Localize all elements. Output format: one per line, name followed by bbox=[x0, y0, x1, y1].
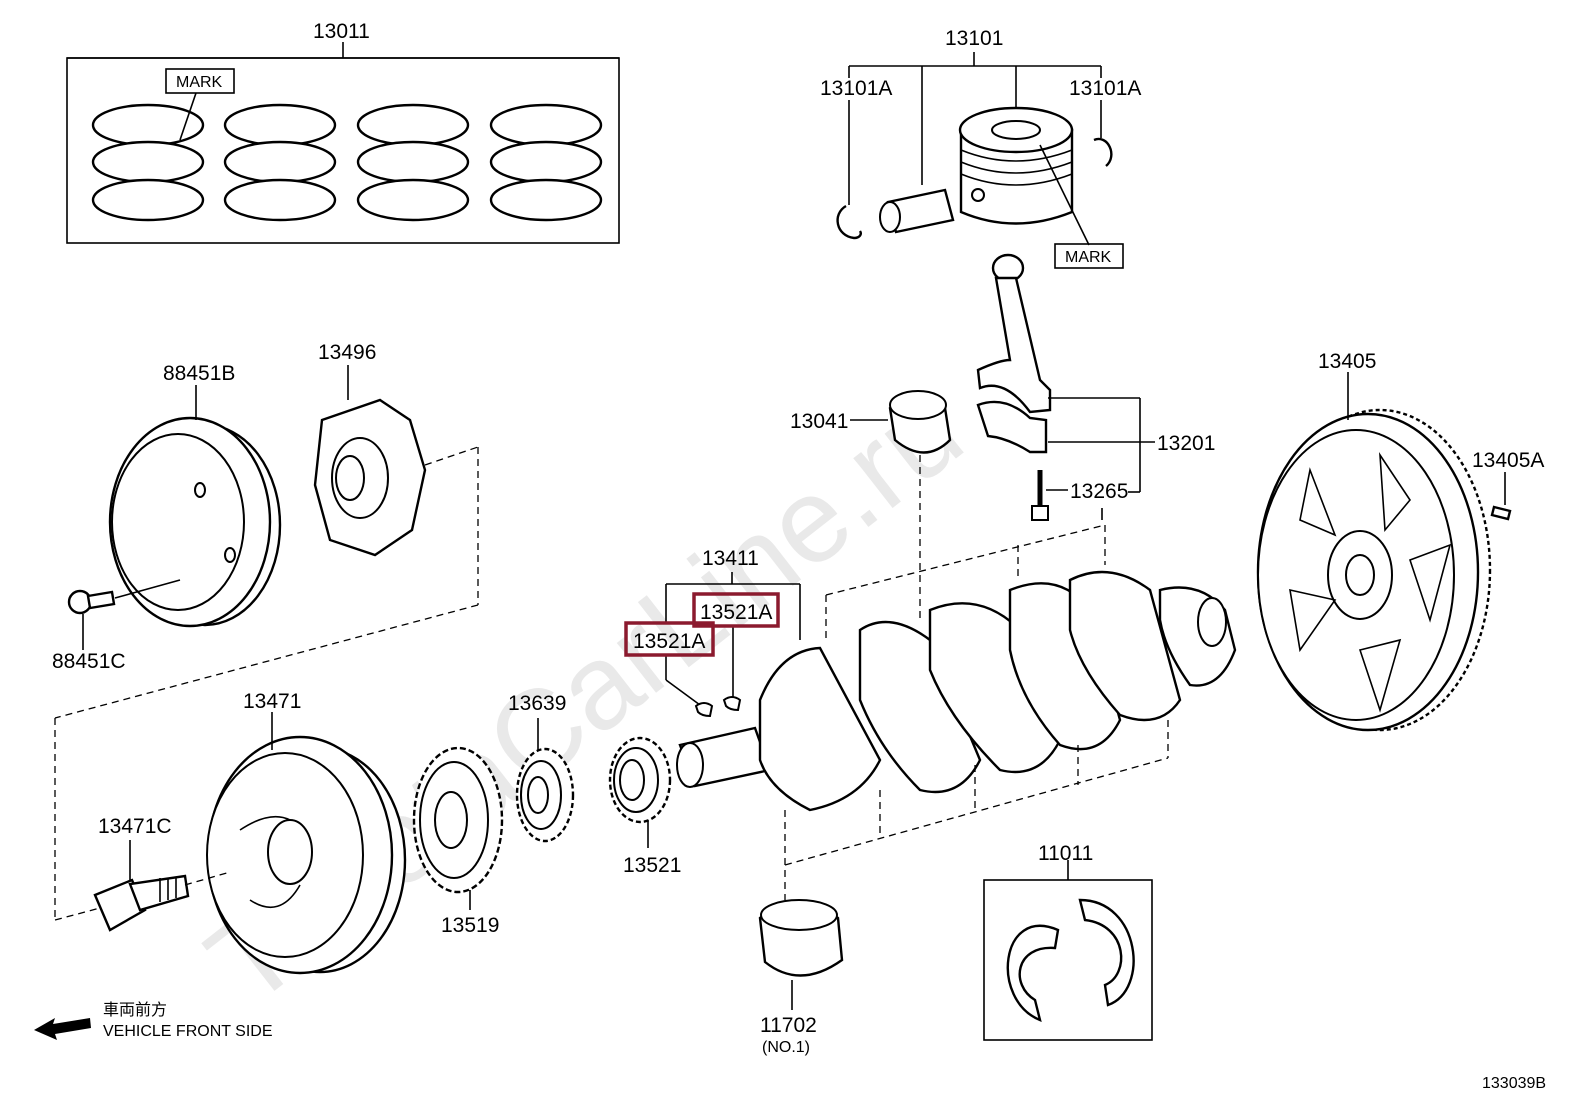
callout-13011: 13011 bbox=[313, 20, 370, 43]
crank-timing-sprocket[interactable] bbox=[608, 736, 672, 824]
thrust-washer-left[interactable] bbox=[1006, 924, 1060, 1022]
svg-text:MARK: MARK bbox=[176, 74, 223, 91]
callout-13521: 13521 bbox=[623, 854, 681, 877]
oil-pump-drive-gear[interactable] bbox=[515, 747, 575, 843]
callout-13101a-right: 13101A bbox=[1069, 77, 1141, 100]
flywheel-knock-pin[interactable] bbox=[1490, 505, 1512, 521]
front-side-en: VEHICLE FRONT SIDE bbox=[103, 1023, 273, 1040]
mark-tag-rings: MARK bbox=[165, 68, 235, 141]
highlight-13521a-lower bbox=[624, 621, 715, 657]
conrod-bolt[interactable] bbox=[1031, 470, 1049, 521]
crankshaft-dashes bbox=[784, 524, 1169, 900]
callout-13041: 13041 bbox=[790, 410, 848, 433]
snap-ring-left[interactable] bbox=[836, 204, 862, 240]
thrust-washer-right[interactable] bbox=[1078, 898, 1135, 1007]
connecting-rod[interactable] bbox=[976, 253, 1052, 454]
key-leaders bbox=[665, 572, 801, 706]
callout-13411: 13411 bbox=[702, 547, 759, 570]
piston-ring-set[interactable] bbox=[66, 42, 620, 244]
callout-13521a-upper[interactable]: 13521A bbox=[700, 601, 772, 624]
callout-13101: 13101 bbox=[945, 27, 1003, 50]
accessory-drive-pulley[interactable] bbox=[108, 416, 282, 628]
vehicle-front-arrow bbox=[34, 1018, 91, 1040]
callout-13405: 13405 bbox=[1318, 350, 1376, 373]
balance-shaft-gear[interactable] bbox=[412, 746, 504, 894]
woodruff-key-1[interactable] bbox=[694, 702, 714, 718]
main-bearing[interactable] bbox=[758, 899, 844, 977]
piston-pin[interactable] bbox=[879, 188, 955, 234]
conrod-bearing[interactable] bbox=[888, 390, 952, 454]
callout-13496: 13496 bbox=[318, 341, 376, 364]
piston-leader-lines bbox=[848, 52, 1102, 205]
callout-88451b: 88451B bbox=[163, 362, 235, 385]
callout-13265: 13265 bbox=[1070, 480, 1128, 503]
front-assembly-dashes bbox=[54, 446, 479, 921]
front-side-jp: 車両前方 bbox=[103, 1000, 167, 1019]
crankshaft[interactable] bbox=[676, 570, 1237, 812]
svg-text:MARK: MARK bbox=[1065, 249, 1112, 266]
crankshaft-pulley[interactable] bbox=[206, 735, 407, 975]
callout-13471c: 13471C bbox=[98, 815, 172, 838]
accessory-pulley-bolt[interactable] bbox=[67, 589, 116, 615]
callout-13639: 13639 bbox=[508, 692, 566, 715]
conrod-leaders bbox=[1046, 397, 1155, 493]
callout-13471: 13471 bbox=[243, 690, 301, 713]
callout-13101a-left: 13101A bbox=[820, 77, 892, 100]
callout-13405a: 13405A bbox=[1472, 449, 1544, 472]
callout-13519: 13519 bbox=[441, 914, 499, 937]
callout-11702-note: (NO.1) bbox=[762, 1039, 810, 1056]
flywheel[interactable] bbox=[1256, 408, 1492, 732]
highlight-13521a-upper bbox=[692, 592, 780, 628]
crank-angle-sensor-plate[interactable] bbox=[313, 398, 427, 557]
piston[interactable] bbox=[958, 106, 1074, 225]
crank-pulley-bolt[interactable] bbox=[93, 874, 190, 932]
callout-13521a-lower[interactable]: 13521A bbox=[633, 630, 705, 653]
mark-tag-piston: MARK bbox=[1039, 144, 1124, 269]
figure-code: 133039B bbox=[1482, 1075, 1546, 1092]
callout-88451c: 88451C bbox=[52, 650, 126, 673]
callout-11702: 11702 bbox=[760, 1014, 817, 1037]
callout-11011: 11011 bbox=[1038, 842, 1093, 865]
callout-13201: 13201 bbox=[1157, 432, 1215, 455]
snap-ring-right[interactable] bbox=[1093, 137, 1113, 167]
woodruff-key-2[interactable] bbox=[722, 696, 742, 712]
